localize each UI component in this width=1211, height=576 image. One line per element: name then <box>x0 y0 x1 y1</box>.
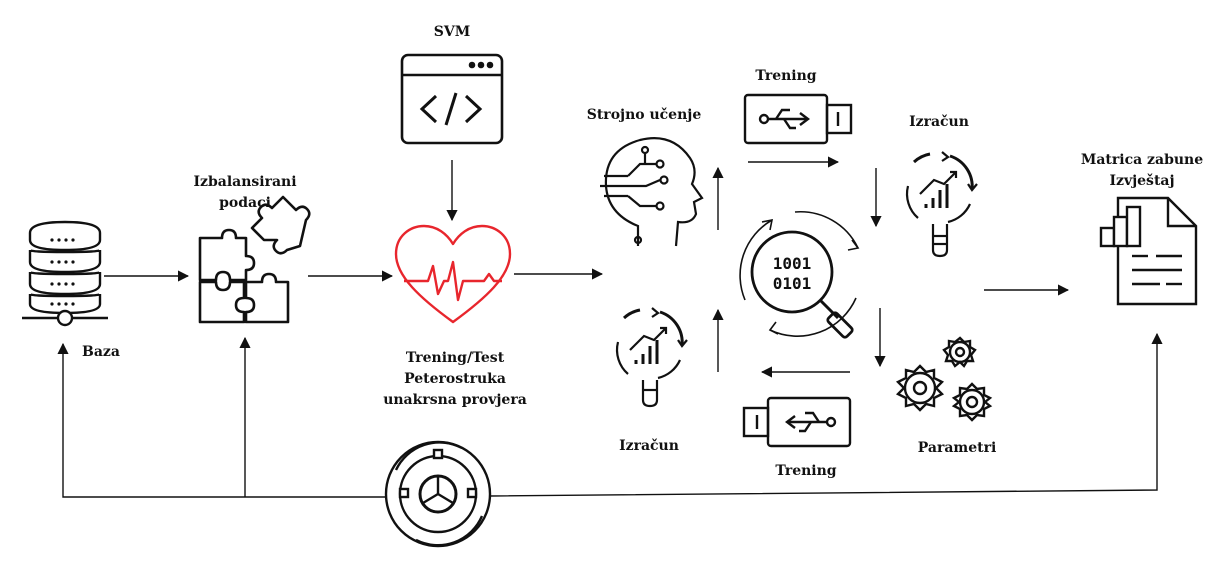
usb-icon-bottom <box>742 396 852 448</box>
label-training-top: Trening <box>755 68 817 84</box>
label-balanced-data: Izbalansirani podaci <box>170 172 320 214</box>
dashboard-icon <box>384 440 492 548</box>
label-training-test-line1: Trening/Test <box>405 350 505 366</box>
label-confusion-matrix-line1: Matrica zabune <box>1080 152 1204 168</box>
binary-search-icon: 1001 0101 <box>739 210 860 339</box>
label-machine-learning: Strojno učenje <box>586 107 702 123</box>
ai-head-icon <box>600 137 704 247</box>
label-baza: Baza <box>82 344 120 360</box>
idea-bulb-icon-bottom <box>615 307 688 408</box>
feedback-line-left <box>57 342 386 498</box>
label-calculation-top: Izračun <box>909 114 969 130</box>
puzzle-icon <box>198 195 311 324</box>
connector-arrows <box>57 156 1163 498</box>
label-svm: SVM <box>433 24 471 40</box>
label-report-line2: Izvještaj <box>1109 173 1175 189</box>
label-balanced-line1: Izbalansirani <box>193 174 297 190</box>
label-training-test: Trening/Test Peterostruka unakrsna provj… <box>370 348 540 411</box>
idea-bulb-icon-top <box>905 151 978 258</box>
feedback-line-right <box>489 332 1163 497</box>
label-balanced-line2: podaci <box>219 195 271 211</box>
label-parameters: Parametri <box>917 440 997 456</box>
heartbeat-icon <box>394 224 512 324</box>
label-training-bottom: Trening <box>775 463 837 479</box>
database-icon <box>22 220 108 327</box>
label-training-test-line3: unakrsna provjera <box>383 392 527 408</box>
gears-icon <box>895 336 993 422</box>
label-confusion-matrix: Matrica zabune Izvještaj <box>1074 150 1210 192</box>
code-window-icon <box>400 53 504 145</box>
label-calculation-bottom: Izračun <box>619 438 679 454</box>
svg-text:0101: 0101 <box>773 274 812 293</box>
label-training-test-line2: Peterostruka <box>404 371 506 387</box>
svg-text:1001: 1001 <box>773 254 812 273</box>
usb-icon-top <box>743 93 853 145</box>
report-icon <box>1099 196 1198 306</box>
